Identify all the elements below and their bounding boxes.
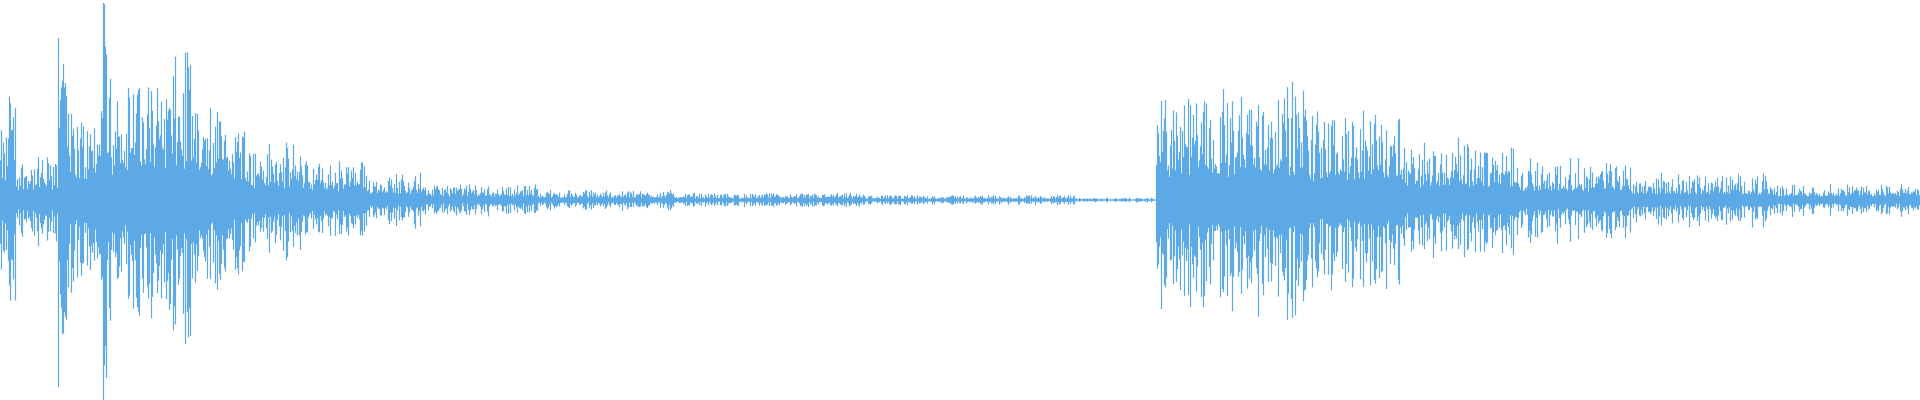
waveform-bars xyxy=(0,3,1920,400)
waveform-path xyxy=(0,3,1920,400)
